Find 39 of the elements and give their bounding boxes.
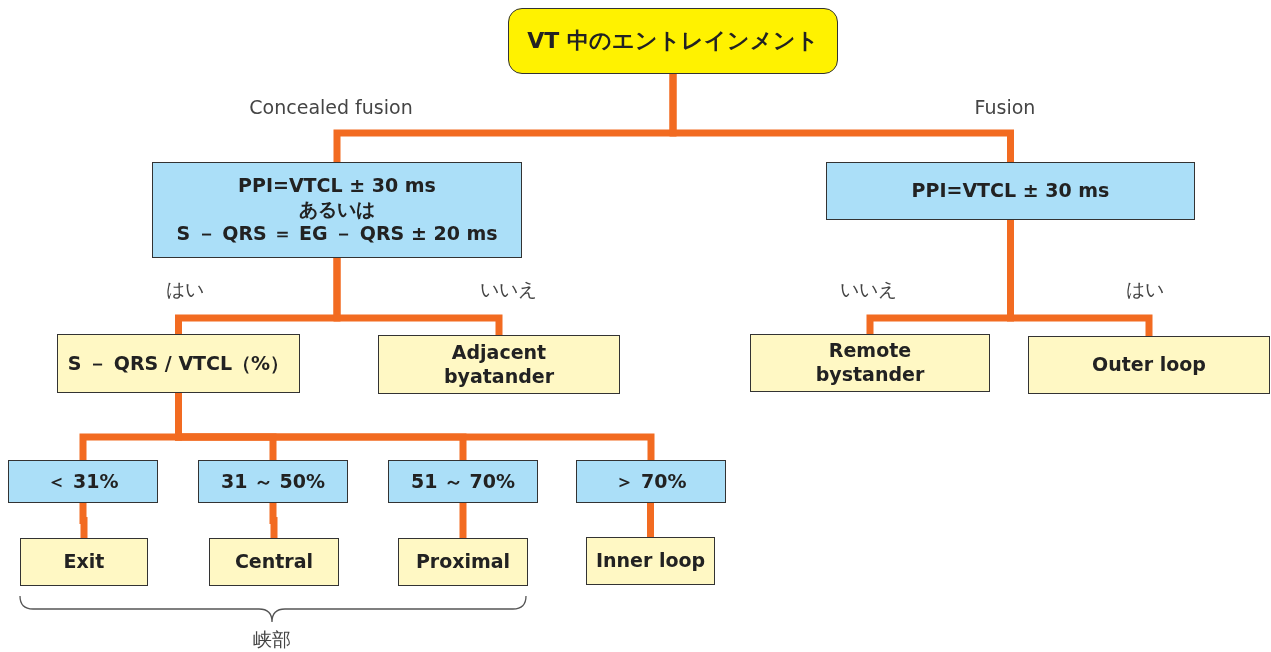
result-box [750,334,990,392]
result-box [378,335,620,394]
condition-box [576,460,726,503]
connector-line [647,503,654,537]
connector-line [669,74,1014,162]
result-box [586,537,715,585]
connector-line [79,503,88,538]
condition-box [388,460,538,503]
node-text: Outer loop [1092,353,1206,377]
connector-line [459,503,467,538]
node-text: ＞ 70% [615,469,687,494]
node-text: S － QRS ＝ EG － QRS ± 20 ms [176,221,498,246]
node-text: Exit [63,550,105,574]
condition-box [8,460,158,503]
result-box [20,538,148,586]
node-text: VT 中のエントレインメント [527,27,819,55]
node-text: Adjacent byatander [442,340,556,389]
node-text: S － QRS / VTCL（%） [67,351,290,376]
node-text: ＜ 31% [47,469,119,494]
node-text: PPI=VTCL ± 30 ms [238,174,436,199]
node-text: 51 ～ 70% [410,469,516,494]
connector-line [333,258,503,335]
condition-box [152,162,522,258]
condition-box [826,162,1195,220]
node-text: あるいは [299,198,375,222]
title-box [508,8,838,74]
node-text: Central [234,550,314,574]
node-text: Proximal [415,550,511,574]
connector-line [1007,220,1153,336]
condition-box [198,460,348,503]
node-text: 31 ～ 50% [220,469,326,494]
connector-line [269,503,278,538]
node-text: Inner loop [595,549,706,573]
node-text: Remote bystander [814,339,926,387]
result-box [398,538,528,586]
result-box [209,538,339,586]
node-text: PPI=VTCL ± 30 ms [911,179,1110,203]
result-box [57,334,300,393]
result-box [1028,336,1270,394]
